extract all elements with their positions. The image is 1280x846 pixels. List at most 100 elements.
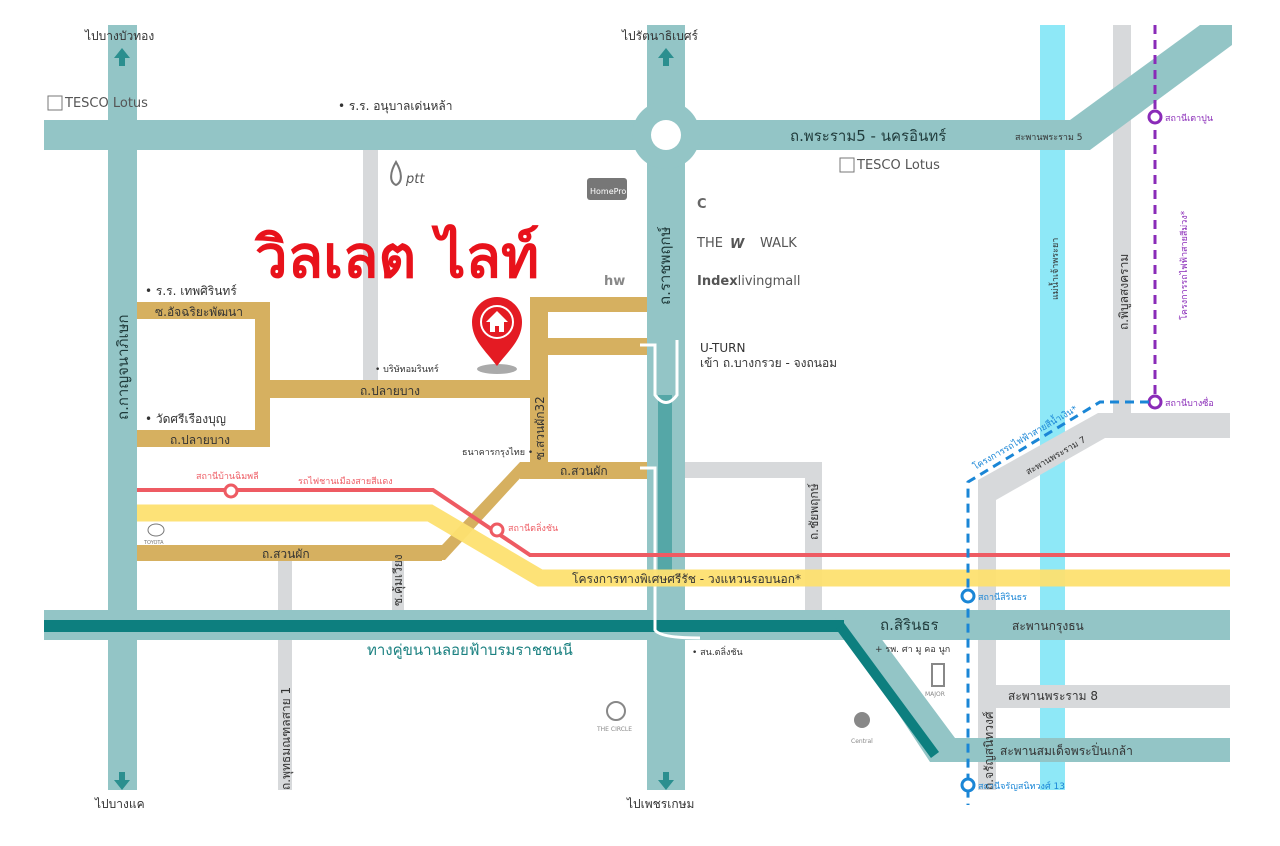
tesco-icon: [839, 157, 855, 173]
tesco-text: TESCO Lotus: [64, 96, 148, 111]
homepro-logo: HomePro: [587, 178, 627, 200]
label-plai-bang-lower: ถ.ปลายบาง: [170, 433, 230, 447]
station-bang-sue: [1147, 394, 1163, 410]
ptt-text: ptt: [405, 172, 425, 187]
label-achariya: ซ.อัจฉริยะพัฒนา: [155, 305, 243, 319]
rama7-road: [978, 413, 1230, 500]
toyota-text: TOYOTA: [143, 540, 164, 546]
landmark-company: • บริษัทอมรินทร์: [375, 363, 439, 375]
kanchanaphisek-road: [108, 25, 137, 790]
expressway-core-diagonal: [835, 623, 940, 758]
index-bold: Index: [697, 274, 738, 289]
tesco-lotus-logo-left: TESCO Lotus: [47, 95, 148, 111]
label-rama5: ถ.พระราม5 - นครอินทร์: [790, 127, 946, 145]
index-text: Indexlivingmall: [697, 274, 800, 289]
landmark-hospital: + รพ. ศา มู คอ นูก: [875, 645, 950, 655]
landmark-wat: • วัดศรีเรืองบุญ: [145, 412, 226, 427]
branch-road-top: [530, 297, 647, 312]
direction-rattanathibet: ไปรัตนาธิเบศร์: [621, 29, 698, 43]
station-charan-13: [960, 777, 976, 793]
toyota-icon: [147, 523, 165, 537]
hw-logo: hw: [604, 274, 625, 289]
plai-bang-lower-road: [137, 430, 270, 447]
station-ban-chimphli: [223, 483, 239, 499]
label-station-bang-sue: สถานีบางซื่อ: [1165, 396, 1214, 409]
arrow-down-icon: [114, 772, 130, 790]
label-station-ban-chimphli: สถานีบ้านฉิมพลี: [196, 471, 259, 482]
suan-phak-32-road: [530, 297, 548, 477]
arrow-up-icon: [658, 48, 674, 66]
label-suan-phak-lower: ถ.สวนผัก: [262, 547, 310, 561]
the-circle-text: THE CIRCLE: [596, 726, 632, 733]
chaiyaphruek-road-h: [685, 462, 822, 478]
label-red-line: รถไฟชานเมืองสายสีแดง: [298, 476, 393, 487]
label-chao-phraya: แม่น้ำเจ้าพระยา: [1048, 238, 1061, 300]
plai-bang-road: [270, 380, 548, 398]
arrow-up-icon: [114, 48, 130, 66]
uturn-path: [640, 340, 679, 404]
label-sirindhorn: ถ.สิรินธร: [880, 616, 939, 634]
rama5-diagonal: [1070, 25, 1232, 150]
label-charan: ถ.จรัญสนิทวงศ์: [982, 711, 996, 790]
house-icon: [486, 311, 508, 332]
ptt-flame-icon: [390, 160, 402, 187]
label-station-charan-13: สถานีจรัญสนิทวงศ์ 13: [978, 780, 1065, 792]
homepro-badge: [587, 178, 627, 200]
the-circle-icon: [606, 701, 626, 721]
label-suan-phak-32: ซ.สวนผัก32: [533, 396, 547, 460]
landmark-anuban: • ร.ร. อนุบาลเด่นหล้า: [338, 99, 452, 114]
rama8-bridge-road: [996, 685, 1230, 708]
khu-wiang-road: [392, 560, 404, 610]
label-plai-bang: ถ.ปลายบาง: [360, 384, 420, 398]
label-pinklao-bridge: สะพานสมเด็จพระปิ่นเกล้า: [1000, 742, 1133, 758]
expressway-core: [44, 620, 844, 632]
direction-bang-bua-thong: ไปบางบัวทอง: [84, 29, 154, 43]
landmark-thepsirin: • ร.ร. เทพศิรินทร์: [145, 284, 237, 298]
achariya-road: [137, 302, 270, 319]
branch-road-mid: [548, 338, 647, 355]
chao-phraya-river: [1040, 25, 1065, 790]
motorway-project-line: [137, 504, 1230, 587]
borom-diagonal: [830, 610, 1230, 762]
local-roads: [137, 297, 647, 561]
station-taling-chan: [489, 522, 505, 538]
the-walk-w: W: [730, 237, 745, 252]
label-phibun: ถ.พิบูลสงคราม: [1117, 254, 1132, 330]
the-circle-logo: THE CIRCLE: [596, 701, 632, 733]
central-text: Central: [851, 738, 873, 745]
tesco-lotus-logo-right: TESCO Lotus: [839, 157, 940, 173]
map-pin-icon: [472, 297, 522, 366]
tesco-text: TESCO Lotus: [856, 158, 940, 173]
major-logo: MAJOR: [925, 663, 945, 698]
station-sirindhorn: [960, 588, 976, 604]
label-ratchaphruek: ถ.ราชพฤกษ์: [656, 226, 674, 305]
landmark-taling-chan-office: • สน.ตลิ่งชัน: [692, 645, 743, 658]
project-location-pin[interactable]: [472, 297, 522, 374]
blue-line: [966, 400, 1149, 805]
the-walk-walk: WALK: [760, 236, 797, 251]
soi-north-road: [363, 150, 378, 385]
homepro-text: HomePro: [590, 187, 626, 196]
toyota-logo: TOYOTA: [143, 523, 165, 546]
red-line: [137, 488, 1230, 557]
label-krung-thon-bridge: สะพานกรุงธน: [1012, 619, 1084, 634]
connector-road: [255, 302, 270, 447]
arrow-down-icon: [658, 772, 674, 790]
landmark-bank: ธนาคารกรุงไทย •: [462, 447, 533, 458]
major-icon: [931, 663, 945, 687]
rama5-road: [44, 120, 1084, 150]
pin-shadow: [477, 364, 517, 374]
the-walk-the: THE: [696, 236, 723, 251]
label-borommaratchachonnani: ทางคู่ขนานลอยฟ้าบรมราชชนนี: [367, 641, 573, 659]
uturn-path-lower: [640, 466, 701, 640]
central-icon: [854, 712, 870, 728]
label-khu-wiang: ซ.คุ้มเวียง: [391, 554, 406, 606]
suan-phak-lower-road: [137, 545, 442, 561]
station-tao-poon: [1147, 109, 1163, 125]
arrows: [114, 48, 674, 790]
uturn-subtitle: เข้า ถ.บางกรวย - จงถนอม: [700, 356, 837, 370]
ptt-logo: ptt: [390, 160, 425, 187]
label-suan-phak-upper: ถ.สวนผัก: [560, 464, 608, 478]
index-living-mall-logo: Indexlivingmall: [697, 274, 800, 289]
